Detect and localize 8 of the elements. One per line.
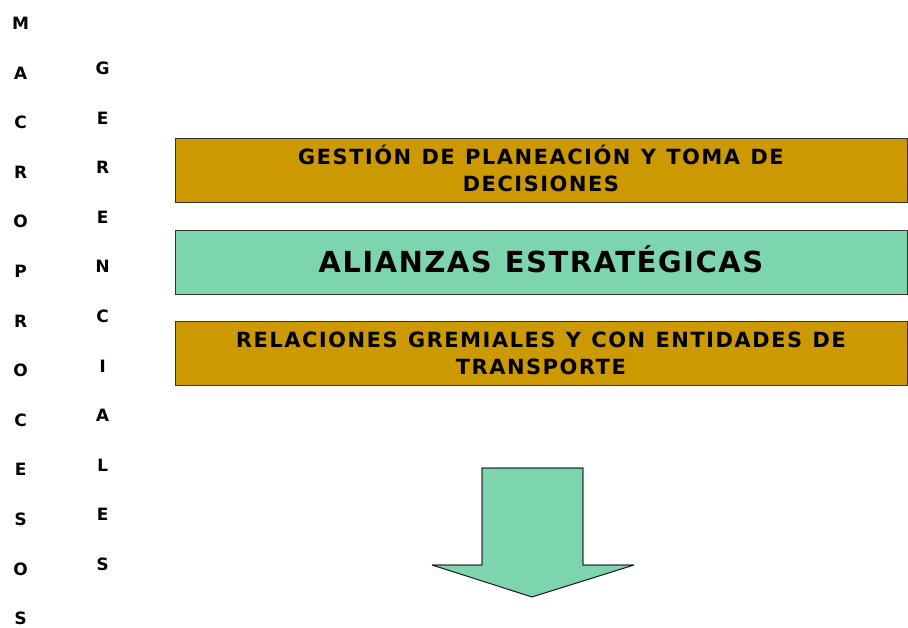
band-title: GESTIÓN DE PLANEACIÓN Y TOMA DE DECISIONES: [296, 144, 786, 197]
band-title: RELACIONES GREMIALES Y CON ENTIDADES DE TRANSPORTE: [234, 327, 848, 380]
vertical-heading: MACROPROCESOS: [12, 13, 29, 628]
band-title: ALIANZAS ESTRATÉGICAS: [318, 244, 765, 281]
process-band: [175, 138, 908, 203]
vertical-heading: GERENCIALES: [94, 58, 111, 577]
process-band: [175, 230, 908, 295]
process-band: [175, 321, 908, 386]
